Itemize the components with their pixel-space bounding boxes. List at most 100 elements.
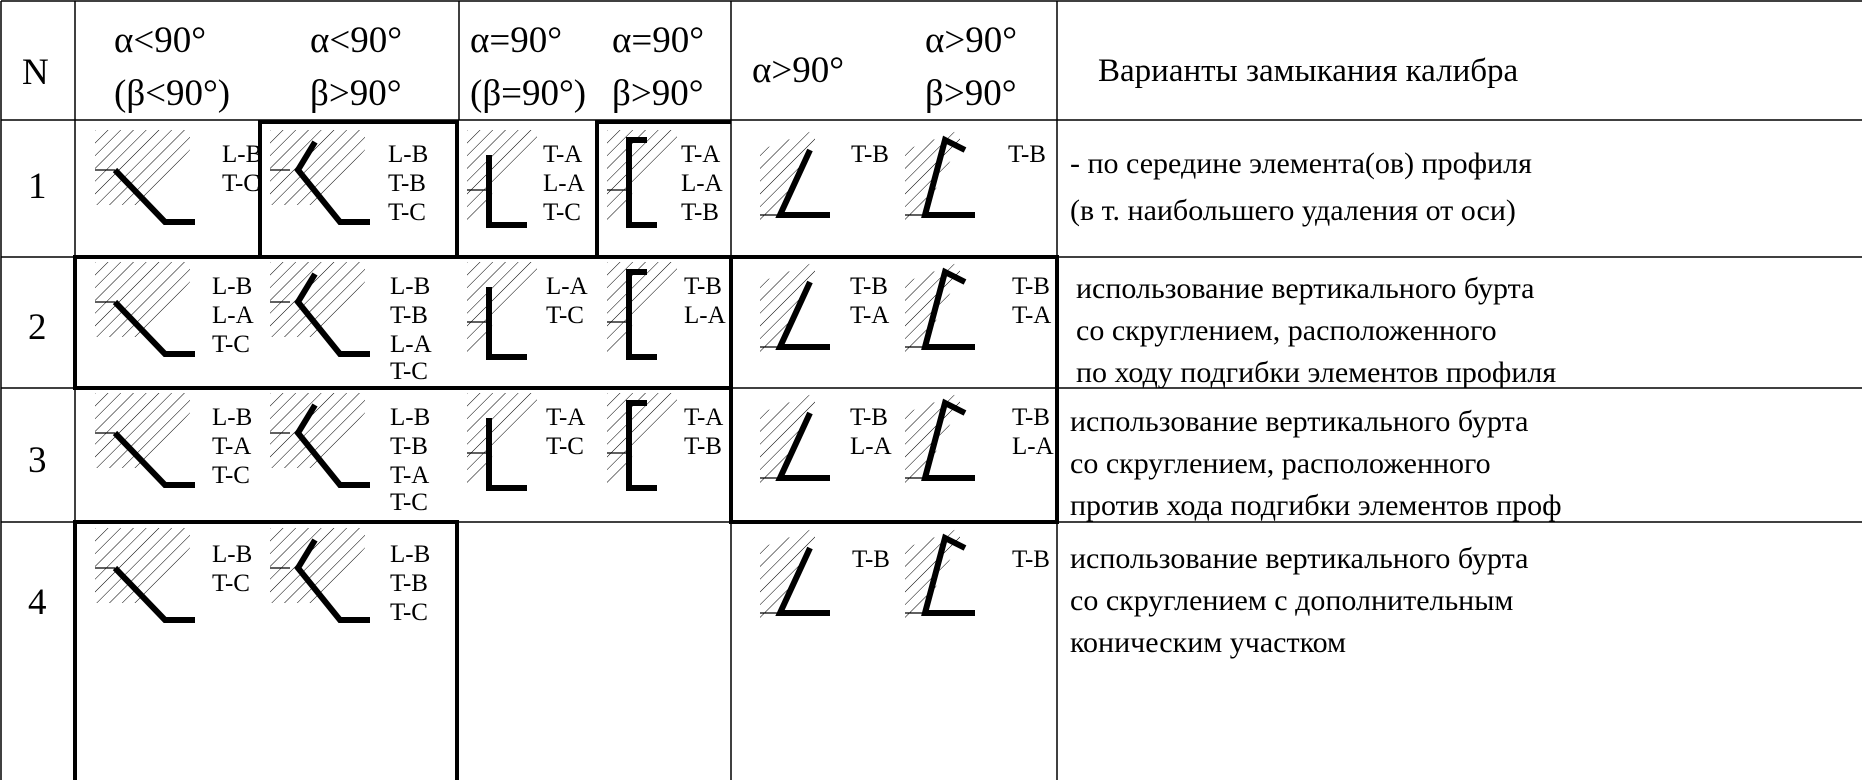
row-3-desc-line-2: со скруглением, расположенного (1070, 447, 1491, 480)
material-hatch (760, 130, 815, 230)
row-2-col-5-label-1: T-B (850, 273, 888, 300)
material-hatch (270, 262, 365, 337)
header-col4-line2: β>90° (612, 73, 704, 114)
row-2-col-2-label-3: L-A (390, 331, 432, 358)
material-hatch (270, 130, 365, 205)
row-1-col-1-label-1: L-B (222, 141, 263, 168)
sketch-r3-c1 (95, 393, 195, 488)
row-1-col-4-label-1: T-A (681, 141, 721, 168)
header-n: N (22, 52, 49, 93)
profile-line (112, 167, 195, 225)
header-col5-line1: α>90° (752, 50, 845, 91)
row-1-col-1-label-2: T-C (222, 170, 260, 197)
row-4-col-1-label-1: L-B (212, 541, 253, 568)
material-hatch (760, 262, 815, 362)
row-1-col-5-label-1: T-B (851, 141, 889, 168)
profile-line (112, 299, 195, 357)
material-hatch (467, 262, 537, 362)
sketch-r2-c5 (760, 262, 830, 362)
row-2-number: 2 (28, 307, 47, 348)
row-1-desc-line-1: - по середине элемента(ов) профиля (1070, 147, 1532, 180)
sketch-r2-c6 (905, 262, 975, 362)
row-2-col-4-label-2: L-A (684, 302, 726, 329)
row-3-desc-line-3: против хода подгибки элементов проф (1070, 489, 1562, 522)
sketch-r3-c4 (607, 393, 677, 493)
material-hatch (760, 393, 815, 493)
sketch-r3-c2 (270, 393, 370, 488)
row-2-col-1-label-1: L-B (212, 273, 253, 300)
row-2-col-2-label-1: L-B (390, 273, 431, 300)
sketch-r2-c1 (95, 262, 195, 357)
header-col2-line2: β>90° (310, 73, 402, 114)
sketch-r3-c3 (467, 393, 537, 493)
row-1-col-4-label-2: L-A (681, 170, 723, 197)
sketch-r1-c1 (95, 130, 195, 225)
profile-line (626, 400, 657, 491)
sketch-r4-c5 (760, 528, 830, 628)
row-3-col-6-label-1: T-B (1012, 404, 1050, 431)
row-2-col-2-label-4: T-C (390, 358, 428, 385)
row-1-col-6-label-1: T-B (1008, 141, 1046, 168)
row-1-col-2-label-1: L-B (388, 141, 429, 168)
sketch-r4-c6 (905, 528, 975, 628)
row-1-col-2-label-2: T-B (388, 170, 426, 197)
row-3-col-4-label-1: T-A (684, 404, 724, 431)
row-2-col-4-label-1: T-B (684, 273, 722, 300)
row-2-col-6-label-1: T-B (1012, 273, 1050, 300)
row-2-col-3-label-1: L-A (546, 273, 588, 300)
row-1-desc-line-2: (в т. наибольшего удаления от оси) (1070, 194, 1516, 227)
row-4-col-6-label-1: T-B (1012, 546, 1050, 573)
row-2-desc-line-1: использование вертикального бурта (1076, 272, 1535, 305)
profile-line (921, 533, 975, 616)
material-hatch (467, 393, 537, 493)
header-col6-line2: β>90° (925, 73, 1017, 114)
header-description: Варианты замыкания калибра (1098, 53, 1519, 89)
sketch-r4-c2 (270, 528, 370, 623)
profile-line (626, 269, 657, 360)
row-2-col-2-label-2: T-B (390, 302, 428, 329)
row-3-desc-line-1: использование вертикального бурта (1070, 405, 1529, 438)
header-col3-line2: (β=90°) (470, 73, 587, 114)
profile-line (294, 403, 370, 488)
material-hatch (270, 528, 365, 603)
row-4-col-5-label-1: T-B (852, 546, 890, 573)
sketch-r4-c1 (95, 528, 195, 623)
sketch-r1-c3 (467, 130, 537, 230)
row-3-col-1-label-3: T-C (212, 462, 250, 489)
header-col2-line1: α<90° (310, 20, 403, 61)
row-3-col-5-label-1: T-B (850, 404, 888, 431)
profile-line (626, 137, 657, 228)
row-4-desc-line-2: со скруглением с дополнительным (1070, 584, 1514, 617)
material-hatch (95, 528, 190, 603)
row-3-col-5-label-2: L-A (850, 433, 892, 460)
profile-line (921, 135, 975, 218)
group-frame-row23-right (729, 255, 1059, 524)
material-hatch (270, 393, 365, 468)
row-1-col-2-label-3: T-C (388, 199, 426, 226)
row-3-col-2-label-2: T-B (390, 433, 428, 460)
row-1-number: 1 (28, 166, 47, 207)
material-hatch (95, 130, 190, 205)
row-2-col-1-label-3: T-C (212, 331, 250, 358)
row-2-desc-line-2: со скруглением, расположенного (1076, 314, 1497, 347)
row-1-col-4-label-3: T-B (681, 199, 719, 226)
row-4-col-1-label-2: T-C (212, 570, 250, 597)
row-2-desc-line-3: по ходу подгибки элементов профиля (1076, 356, 1557, 389)
row-1-col-3-label-1: T-A (543, 141, 583, 168)
row-3-col-1-label-1: L-B (212, 404, 253, 431)
sketch-r2-c4 (607, 262, 677, 362)
row-3-col-6-label-2: L-A (1012, 433, 1054, 460)
material-hatch (607, 262, 677, 362)
sketch-r2-c2 (270, 262, 370, 357)
profile-line (294, 140, 370, 225)
row-4-number: 4 (28, 582, 47, 623)
group-frame-row1 (75, 120, 731, 259)
profile-line (112, 565, 195, 623)
row-3-col-2-label-4: T-C (390, 489, 428, 516)
profile-line (921, 267, 975, 350)
row-3-col-3-label-1: T-A (546, 404, 586, 431)
profile-line (294, 272, 370, 357)
